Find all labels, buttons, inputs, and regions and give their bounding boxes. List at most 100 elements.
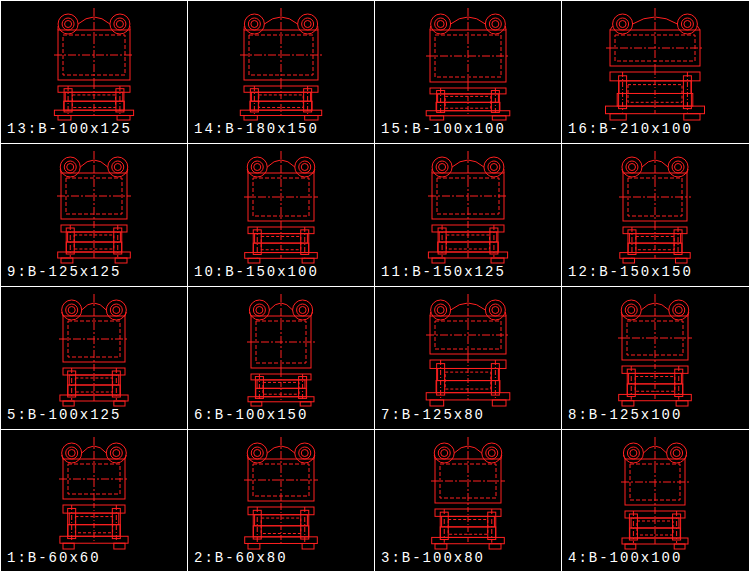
die-figure [619, 151, 691, 263]
size-label: 16:B-210x100 [567, 122, 694, 136]
ear-circle [622, 157, 642, 177]
center-line [468, 437, 469, 507]
ear-hole [68, 307, 75, 314]
ear-hole [65, 21, 72, 28]
die-figure [240, 8, 322, 120]
ear-circle [249, 300, 269, 320]
size-label: 13:B-100x125 [6, 122, 133, 136]
ear-hole [299, 307, 306, 314]
die-figure [54, 8, 134, 120]
center-line [281, 437, 282, 505]
ear-circle [295, 157, 315, 177]
guide-post [112, 371, 120, 397]
guide-post [490, 228, 498, 254]
center-line [468, 358, 469, 400]
ear-circle [110, 14, 130, 34]
center-line [94, 223, 95, 258]
die-figure [426, 8, 510, 120]
foot [58, 116, 71, 120]
ear-circle [106, 300, 126, 320]
ear-hole [673, 304, 685, 316]
foot [491, 258, 504, 263]
center-line [428, 196, 508, 197]
ear-circle [247, 443, 267, 463]
foot [625, 544, 636, 549]
ear-hole [619, 21, 626, 28]
foot [248, 543, 260, 549]
center-line [244, 197, 318, 198]
ear-circle [298, 14, 318, 34]
center-line [655, 225, 656, 258]
center-line [426, 335, 510, 336]
ear-hole [617, 18, 629, 30]
guide-post [438, 228, 446, 254]
center-line [655, 151, 656, 225]
size-label: 5:B-100x125 [6, 408, 122, 422]
die-figure [244, 437, 318, 549]
ear-circle [431, 14, 451, 34]
die-figure [428, 151, 508, 263]
foot [114, 543, 125, 549]
ear-hole [66, 447, 78, 459]
size-label: 15:B-100x100 [380, 122, 507, 136]
foot [676, 401, 688, 406]
guide-post [68, 371, 76, 397]
foot [305, 116, 318, 120]
size-label: 14:B-180x150 [193, 122, 320, 136]
ear-hole [110, 447, 122, 459]
center-line [59, 479, 129, 480]
center-line [655, 437, 656, 509]
foot [623, 258, 635, 263]
ear-hole [488, 161, 500, 173]
ear-hole [630, 450, 637, 457]
size-label: 3:B-100x80 [380, 551, 486, 565]
ear-circle [482, 443, 502, 463]
ear-hole [116, 21, 123, 28]
die-figure [606, 8, 705, 120]
foot [492, 116, 506, 120]
ear-hole [489, 304, 501, 316]
base-plate [248, 397, 314, 402]
size-label: 8:B-125x100 [567, 408, 683, 422]
foot [117, 116, 130, 120]
center-line [94, 8, 95, 84]
ear-circle [295, 443, 315, 463]
ear-circle [60, 157, 80, 177]
ear-hole [490, 164, 497, 171]
size-label: 9:B-125x125 [6, 265, 122, 279]
foot [489, 544, 501, 549]
foot [61, 258, 73, 263]
foot [435, 544, 447, 549]
center-line [281, 505, 282, 543]
ear-hole [68, 450, 75, 457]
ear-circle [432, 157, 452, 177]
base-plate [606, 106, 705, 114]
center-line [655, 8, 656, 70]
ear-circle [669, 300, 689, 320]
size-label: 12:B-150x150 [567, 265, 694, 279]
ear-hole [441, 450, 448, 457]
center-line [281, 8, 282, 84]
die-figure [244, 151, 318, 263]
ear-hole [439, 164, 446, 171]
ear-circle [62, 300, 82, 320]
die-figure [431, 437, 505, 549]
ear-hole [435, 18, 447, 30]
ear-hole [113, 450, 120, 457]
size-label: 11:B-150x125 [380, 265, 507, 279]
foot [622, 401, 634, 406]
base-plate [426, 393, 510, 400]
center-line [94, 437, 95, 503]
foot [63, 401, 74, 406]
center-line [94, 503, 95, 543]
ear-circle [431, 300, 451, 320]
ear-hole [436, 161, 448, 173]
size-label: 6:B-100x150 [193, 408, 309, 422]
ear-circle [58, 14, 78, 34]
center-line [621, 482, 689, 483]
ear-circle [623, 443, 643, 463]
ear-hole [114, 164, 121, 171]
ear-circle [613, 14, 633, 34]
